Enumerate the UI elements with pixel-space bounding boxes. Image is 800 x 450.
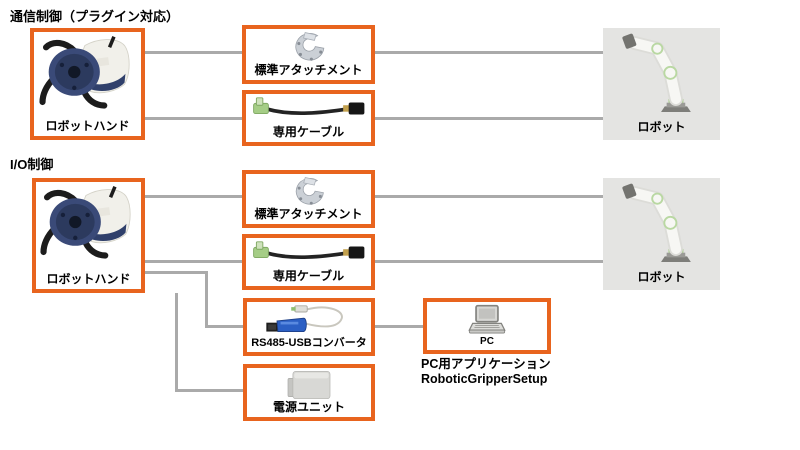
connector-io-hand-rs485-seg1: [145, 271, 208, 274]
connector-io-hand-power-seg2: [175, 389, 243, 392]
node-comm-cable: 専用ケーブル: [242, 90, 375, 146]
connector-comm-hand-cable: [145, 117, 242, 120]
attachment-icon: [295, 177, 324, 205]
connector-comm-cable-robot: [375, 117, 603, 120]
node-label: 標準アタッチメント: [254, 206, 363, 221]
robot-hand-icon: [39, 36, 130, 109]
node-io-robot: ロボット: [603, 178, 720, 290]
node-label: PC: [480, 336, 494, 347]
node-io-pc: PC: [423, 298, 551, 354]
cable-icon: [252, 241, 364, 260]
pc-application-caption-line1: PC用アプリケーション: [421, 357, 551, 371]
attachment-icon: [294, 32, 324, 61]
node-io-robot-hand: ロボットハンド: [32, 178, 145, 293]
node-io-cable: 専用ケーブル: [242, 234, 375, 290]
node-label: ロボット: [637, 269, 686, 284]
connector-io-hand-power-seg1: [175, 293, 178, 392]
node-label: RS485-USBコンバータ: [251, 336, 367, 349]
pc-application-caption: PC用アプリケーション RoboticGripperSetup: [421, 357, 551, 387]
node-label: 電源ユニット: [272, 399, 345, 414]
node-io-power-unit: 電源ユニット: [243, 364, 375, 421]
cable-icon: [252, 97, 364, 116]
robot-arm-icon: [622, 183, 691, 262]
node-comm-robot: ロボット: [603, 28, 720, 140]
node-label: ロボットハンド: [45, 118, 130, 133]
connector-io-attachment-robot: [375, 195, 603, 198]
robot-hand-icon: [40, 186, 131, 259]
laptop-icon: [468, 304, 506, 334]
node-comm-robot-hand: ロボットハンド: [30, 28, 145, 140]
pc-application-caption-line2: RoboticGripperSetup: [421, 371, 548, 386]
node-label: ロボットハンド: [46, 271, 131, 286]
connector-comm-attachment-robot: [375, 51, 603, 54]
node-comm-attachment: 標準アタッチメント: [242, 25, 375, 84]
power-unit-icon: [287, 371, 331, 400]
node-label: ロボット: [637, 119, 686, 134]
node-io-attachment: 標準アタッチメント: [242, 170, 375, 228]
connector-io-cable-robot: [375, 260, 603, 263]
connector-io-hand-attachment: [145, 195, 242, 198]
connector-io-rs485-pc: [375, 325, 423, 328]
connector-io-hand-cable: [145, 260, 242, 263]
robot-arm-icon: [622, 33, 691, 112]
connector-io-hand-rs485-seg3: [205, 325, 243, 328]
section-title-communication: 通信制御（プラグイン対応）: [10, 9, 180, 24]
connector-comm-hand-attachment: [145, 51, 242, 54]
node-label: 専用ケーブル: [272, 124, 345, 139]
node-label: 標準アタッチメント: [254, 62, 363, 77]
node-label: 専用ケーブル: [272, 268, 345, 283]
connector-io-hand-rs485-seg2: [205, 271, 208, 328]
usb-converter-icon: [266, 305, 343, 332]
section-title-io: I/O制御: [10, 157, 54, 172]
node-io-rs485-converter: RS485-USBコンバータ: [243, 298, 375, 356]
